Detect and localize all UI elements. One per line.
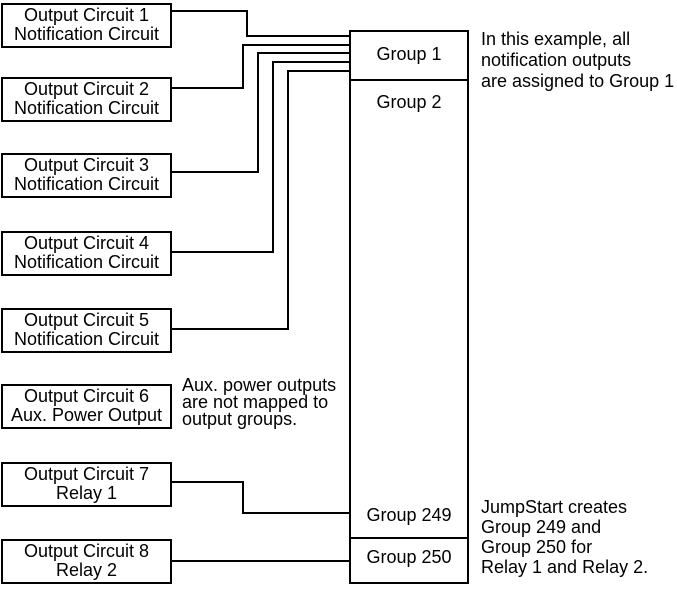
group1-group2-divider [349,79,469,81]
annotation-jumpstart-note: JumpStart creates Group 249 and Group 25… [481,497,648,577]
output-box-7: Output Circuit 7 Relay 1 [1,462,172,507]
group-1-label: Group 1 [376,44,442,64]
annotation-group1-note: In this example, all notification output… [481,29,674,92]
output-box-5: Output Circuit 5 Notification Circuit [1,308,172,353]
annotation-line: output groups. [182,409,298,429]
annotation-line: Aux. power outputs [182,375,337,395]
output-box-3: Output Circuit 3 Notification Circuit [1,153,172,198]
annotation-line: JumpStart creates [481,497,628,517]
output-box-subtitle: Aux. Power Output [10,405,163,425]
output-box-subtitle: Notification Circuit [13,329,160,349]
group-column-box [349,30,469,584]
output-box-subtitle: Relay 2 [55,560,118,580]
output-box-title: Output Circuit 8 [23,541,150,561]
group-2-label: Group 2 [376,92,442,112]
output-box-title: Output Circuit 4 [23,233,150,253]
annotation-aux-note: Aux. power outputs are not mapped to out… [182,375,337,429]
annotation-line: Relay 1 and Relay 2. [481,557,649,577]
output-box-2: Output Circuit 2 Notification Circuit [1,77,172,122]
output-box-subtitle: Relay 1 [55,483,118,503]
connector-circuit-5 [172,70,349,330]
connector-circuit-3 [172,52,349,173]
output-box-1: Output Circuit 1 Notification Circuit [1,3,172,48]
output-box-subtitle: Notification Circuit [13,98,160,118]
output-box-title: Output Circuit 2 [23,79,150,99]
group-249-label: Group 249 [366,505,452,525]
annotation-line: Group 249 and [481,517,602,537]
output-box-4: Output Circuit 4 Notification Circuit [1,231,172,276]
annotation-line: notification outputs [481,50,632,70]
annotation-line: In this example, all [481,29,631,49]
output-box-title: Output Circuit 1 [23,5,150,25]
annotation-line: are assigned to Group 1 [481,71,675,91]
annotation-line: are not mapped to [182,392,329,412]
output-box-title: Output Circuit 7 [23,464,150,484]
output-box-title: Output Circuit 6 [23,386,150,406]
output-box-6: Output Circuit 6 Aux. Power Output [1,384,172,429]
output-box-title: Output Circuit 3 [23,155,150,175]
output-box-subtitle: Notification Circuit [13,24,160,44]
group249-group250-divider [349,537,469,539]
connector-circuit-2 [172,44,349,89]
annotation-line: Group 250 for [481,537,593,557]
connector-circuit-4 [172,61,349,253]
connector-circuit-1 [172,10,349,37]
output-box-title: Output Circuit 5 [23,310,150,330]
output-box-subtitle: Notification Circuit [13,252,160,272]
output-box-subtitle: Notification Circuit [13,174,160,194]
connector-circuit-7 [172,481,349,514]
output-box-8: Output Circuit 8 Relay 2 [1,539,172,584]
group-250-label: Group 250 [366,547,452,567]
